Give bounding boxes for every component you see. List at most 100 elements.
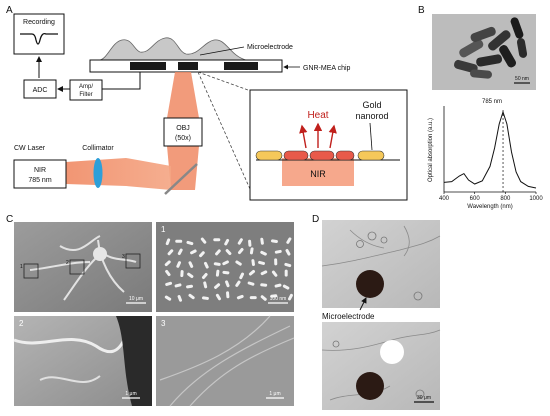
nanorod-particle: [260, 295, 267, 301]
sem-detail-3-image: 3 1 μm: [156, 315, 295, 407]
obj-label: OBJ: [176, 125, 190, 132]
nanorod-particle: [187, 272, 194, 279]
absorption-chart: 785 nm Wavelength (nm) Optical absorptio…: [428, 99, 543, 210]
sem-detail-1-image: 1 100 nm: [156, 222, 294, 312]
gold-pointer: [369, 122, 373, 151]
heat-label: Heat: [307, 110, 328, 121]
inset-nir-label: NIR: [310, 169, 326, 179]
nanorod-particle: [226, 291, 230, 299]
nanorod-particle: [167, 249, 174, 256]
nanorod-particle: [260, 250, 267, 256]
nanorod-particle: [165, 269, 171, 277]
nanorod-particle: [201, 296, 209, 300]
nanorod-particle: [215, 269, 220, 277]
micrograph-scale-label: 30 μm: [417, 395, 431, 401]
nanorod-particle: [176, 261, 181, 268]
adc-box: ADC: [23, 79, 57, 99]
sem-box-1-label: 1: [20, 264, 23, 270]
micrograph-top: [321, 220, 441, 308]
nanorod-particle: [236, 294, 244, 300]
nanorod-particle: [188, 293, 195, 300]
nanorod-particle: [235, 280, 241, 287]
absorption-series-line: [443, 110, 537, 189]
gold-nanorod-heated-2: [309, 150, 335, 161]
y-axis-label: Optical absorption (a.u.): [428, 118, 434, 182]
nir-laser-box: NIR 785 nm: [13, 159, 67, 189]
nanorod-particle: [225, 280, 230, 288]
beam-vertical-lower: [167, 146, 199, 190]
nanorod-particle: [285, 249, 291, 256]
nanorod-particle: [239, 272, 245, 280]
sem-box-2-label: 2: [66, 260, 69, 266]
x-tick-label: 800: [500, 196, 511, 202]
nanorod-label: nanorod: [355, 111, 388, 121]
nanorod-particle: [237, 238, 243, 245]
nanorod-particle: [164, 260, 171, 267]
nanorod-particle: [203, 281, 208, 289]
nanorod-particle: [284, 262, 292, 268]
nanorod-particle: [203, 261, 209, 269]
nanorod-particle: [222, 260, 229, 266]
electrode-pad-1: [130, 62, 166, 70]
nanorod-particle: [190, 249, 197, 255]
x-tick-label: 400: [439, 196, 450, 202]
obj-mag-label: (50x): [175, 135, 191, 142]
nanorod-particle: [222, 270, 230, 275]
sem-detail-1-scale-label: 100 nm: [270, 296, 287, 302]
nanorod-particle: [284, 269, 288, 277]
sem-detail-3-number: 3: [161, 319, 166, 328]
laser-wavelength-label: 785 nm: [28, 177, 52, 184]
nanorod-particle: [175, 239, 183, 243]
microelectrode-dark-top: [356, 270, 384, 298]
collimator-lens: [93, 158, 103, 188]
nanorod-particle: [214, 283, 221, 289]
recording-display: Recording: [13, 13, 65, 55]
nanorod-particle: [213, 238, 221, 242]
inset-nir-region: [282, 158, 354, 186]
nanorod-particle: [271, 270, 278, 277]
laser-nir-label: NIR: [34, 167, 46, 174]
nanorod-particle: [248, 269, 256, 276]
sem-box-2: [69, 259, 85, 275]
nanorod-particle: [260, 270, 268, 276]
x-axis-label: Wavelength (nm): [467, 204, 512, 210]
nanorod-particle: [260, 237, 264, 245]
collimator-label: Collimator: [82, 145, 114, 152]
nanorod-particle: [270, 294, 278, 298]
nanorod-particle: [247, 281, 255, 286]
gold-nanorod-1: [255, 150, 283, 161]
electrode-pad-3: [224, 62, 258, 70]
nanorod-particle: [177, 295, 183, 302]
nanorod-particle: [186, 284, 194, 289]
nanorod-particle: [200, 237, 207, 244]
nanorod-particle: [235, 260, 242, 266]
panel-label-d: D: [312, 214, 319, 225]
gnr-mea-chip: [89, 59, 283, 73]
nanorod-particle: [224, 238, 230, 246]
zoom-line-lower: [197, 71, 255, 199]
nanorod-inset: NIR Heat Gold nanorod: [249, 89, 408, 201]
nanorod-particle: [165, 238, 171, 246]
microelectrode-caption: Microelectrode: [322, 312, 375, 321]
tem-image: 50 nm: [432, 14, 536, 90]
amp-filter-box: Amp/ Filter: [69, 79, 103, 101]
nanorod-particle: [274, 258, 278, 266]
nanorod-particle: [258, 260, 265, 265]
nanorod-particle: [251, 259, 255, 267]
gold-nanorod-heated-1: [283, 150, 309, 161]
nanorod-particle: [248, 239, 252, 247]
beam-vertical-upper: [167, 72, 199, 118]
mirror: [164, 163, 198, 195]
sem-box-1: [23, 263, 39, 279]
beam-horizontal: [66, 158, 171, 190]
nanorod-particle: [201, 272, 208, 279]
nanorod-particle: [286, 237, 292, 244]
nanorod-particle: [225, 249, 232, 256]
nanorod-particle: [213, 262, 221, 266]
neuron-cells: [99, 37, 247, 61]
nanorod-particle: [237, 248, 244, 255]
cw-laser-label: CW Laser: [14, 145, 46, 152]
microelectrode-label: Microelectrode: [247, 44, 293, 51]
sem-box-3-label: 3: [122, 254, 125, 260]
